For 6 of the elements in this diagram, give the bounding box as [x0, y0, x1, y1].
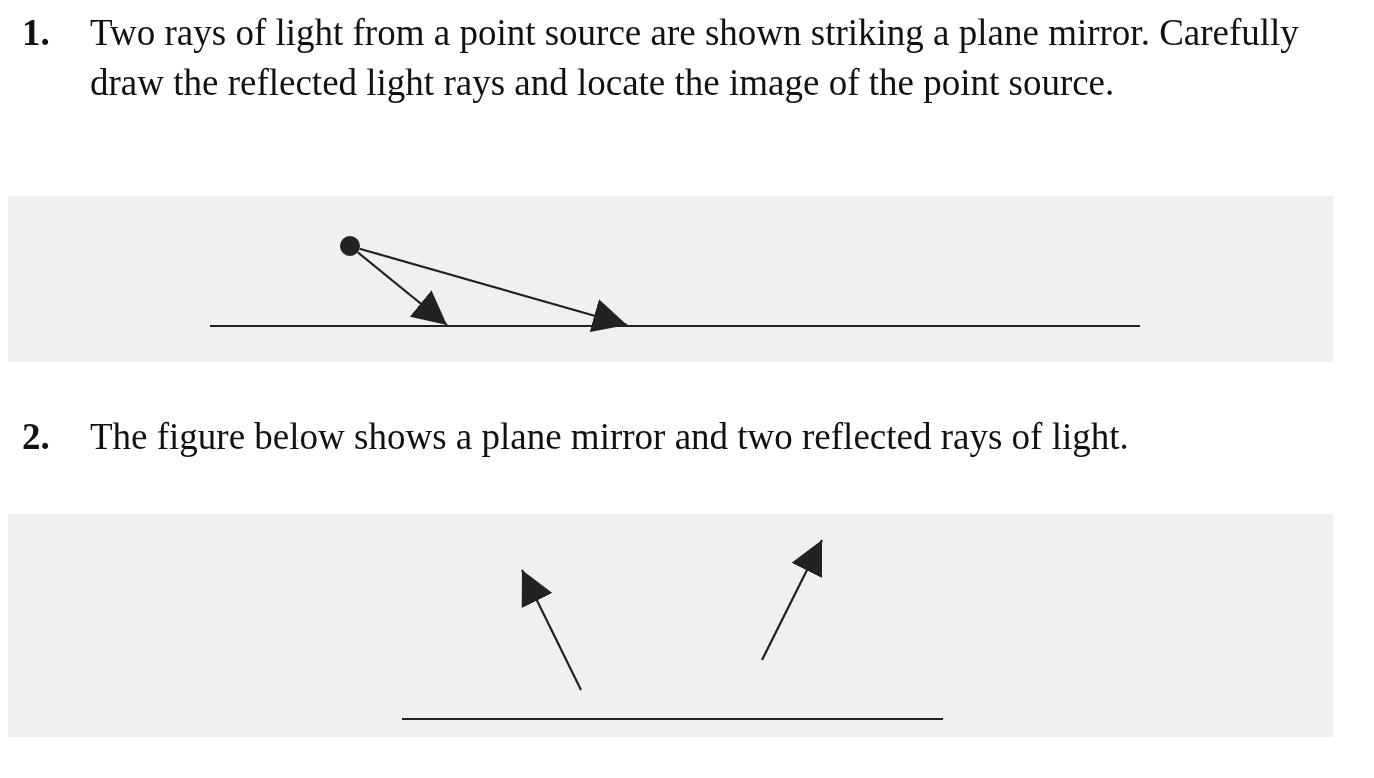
light-ray [359, 247, 628, 332]
question-text: Two rays of light from a point source are shown striking a plane mirror. Carefully draw the reflected light rays and locate the image of the point source. [90, 11, 1300, 105]
question-number: 2. [22, 415, 51, 459]
question-number: 1. [22, 11, 51, 55]
light-ray [357, 251, 448, 326]
question-text: The figure below shows a plane mirror and two reflected rays of light. [90, 415, 1130, 459]
